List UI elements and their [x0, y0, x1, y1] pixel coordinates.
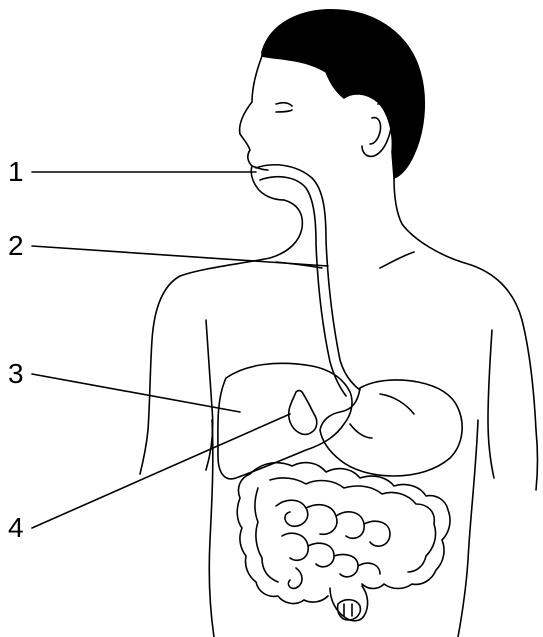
torso-right [458, 420, 478, 637]
anus [338, 600, 361, 620]
label-1: 1 [8, 158, 24, 186]
leader-line-2 [32, 246, 328, 266]
large-intestine [237, 463, 450, 604]
small-intestine [276, 500, 390, 588]
neck-front [140, 200, 302, 474]
neck-back [394, 178, 538, 490]
leader-line-3 [32, 374, 240, 412]
gallbladder [289, 391, 317, 435]
label-4: 4 [8, 514, 24, 542]
rectum [330, 586, 368, 621]
stomach-fold [350, 394, 414, 438]
face-profile [240, 56, 284, 200]
leader-line-4 [32, 414, 290, 528]
label-2: 2 [8, 232, 24, 260]
large-intestine-inner [255, 478, 436, 582]
hair [262, 10, 424, 178]
label-3: 3 [8, 360, 24, 388]
right-arm-inner [488, 330, 494, 478]
right-clavicle [380, 252, 414, 268]
eye [276, 103, 292, 112]
left-arm-inner [206, 320, 213, 470]
liver [218, 363, 352, 479]
